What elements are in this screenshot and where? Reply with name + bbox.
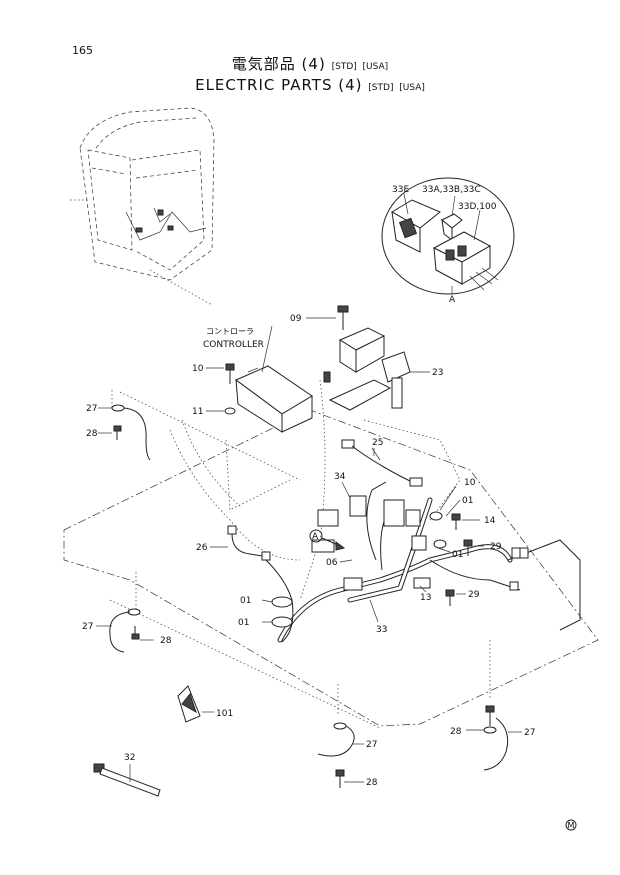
cable-tie-32 — [93, 763, 161, 797]
title-tag-std-en: [STD] — [368, 83, 394, 93]
callout-101: 101 — [216, 709, 233, 719]
screw-10 — [206, 363, 236, 415]
frame-shapes — [169, 379, 461, 601]
callout-33e: 33E — [392, 185, 409, 195]
ground-cable-lower-left — [96, 608, 154, 653]
controller-label-en: CONTROLLER — [203, 340, 264, 350]
callout-01-l2: 01 — [238, 618, 249, 628]
bracket-assembly — [306, 305, 430, 411]
harness-26 — [210, 525, 294, 643]
callout-01-right: 01 — [462, 496, 473, 506]
title-tag-usa: [USA] — [362, 62, 389, 72]
harness-25 — [341, 439, 423, 487]
title-japanese-text: 電気部品 (4) — [231, 55, 326, 73]
callout-10-b: 10 — [464, 478, 476, 488]
view-a-marker: A — [309, 529, 346, 551]
view-a-marker-label: A — [312, 532, 319, 542]
callout-28-left: 28 — [86, 429, 98, 439]
callout-28-lower: 28 — [160, 636, 172, 646]
callout-33: 33 — [376, 625, 387, 635]
callout-27-bot: 27 — [366, 740, 377, 750]
callout-32: 32 — [124, 753, 135, 763]
ground-cable-right — [466, 705, 522, 771]
callout-29-bot: 29 — [468, 590, 480, 600]
callout-10: 10 — [192, 364, 204, 374]
controller-unit: コントローラ CONTROLLER — [203, 325, 313, 433]
callout-01-mid: 01 — [452, 550, 463, 560]
callout-25: 25 — [372, 438, 383, 448]
title-english-text: ELECTRIC PARTS (4) — [195, 76, 363, 94]
title-tag-usa-en: [USA] — [399, 83, 425, 93]
title-tag-std: [STD] — [331, 62, 357, 72]
callout-33abc: 33A,33B,33C — [422, 185, 481, 195]
bolts-14-29 — [445, 513, 484, 606]
title-japanese: 電気部品 (4) [STD] [USA] — [0, 53, 620, 74]
ground-cable-left — [98, 404, 151, 461]
leader-lines — [261, 448, 461, 623]
ground-cable-bottom — [317, 722, 364, 788]
controller-label-jp: コントローラ — [206, 327, 254, 336]
page-number: 165 — [72, 44, 93, 57]
callout-01-l1: 01 — [240, 596, 251, 606]
view-a-label: A — [449, 295, 456, 305]
main-harness-33 — [277, 481, 581, 643]
callout-27-right: 27 — [524, 728, 535, 738]
floor-plate — [63, 390, 599, 729]
callout-28-bot: 28 — [366, 778, 378, 788]
callout-29-top: 29 — [490, 542, 502, 552]
callout-27-left: 27 — [86, 404, 97, 414]
callout-28-right: 28 — [450, 727, 462, 737]
callout-06: 06 — [326, 558, 338, 568]
callout-27-lower: 27 — [82, 622, 93, 632]
footer-mark: M — [565, 819, 577, 831]
callout-13: 13 — [420, 593, 431, 603]
callout-14: 14 — [484, 516, 496, 526]
footer-mark-text: M — [568, 821, 575, 830]
part-101 — [177, 685, 214, 723]
callouts: 09 10 23 27 11 28 25 34 10 01 14 29 26 0… — [82, 314, 535, 788]
callout-09: 09 — [290, 314, 302, 324]
callout-34: 34 — [334, 472, 346, 482]
detail-view-a: 33E 33A,33B,33C 33D,100 A — [381, 177, 515, 305]
callout-33d-100: 33D,100 — [458, 202, 497, 212]
callout-11: 11 — [192, 407, 203, 417]
title-english: ELECTRIC PARTS (4) [STD] [USA] — [0, 76, 620, 94]
callout-23: 23 — [432, 368, 443, 378]
callout-26: 26 — [196, 543, 208, 553]
cab-illustration — [70, 107, 215, 306]
